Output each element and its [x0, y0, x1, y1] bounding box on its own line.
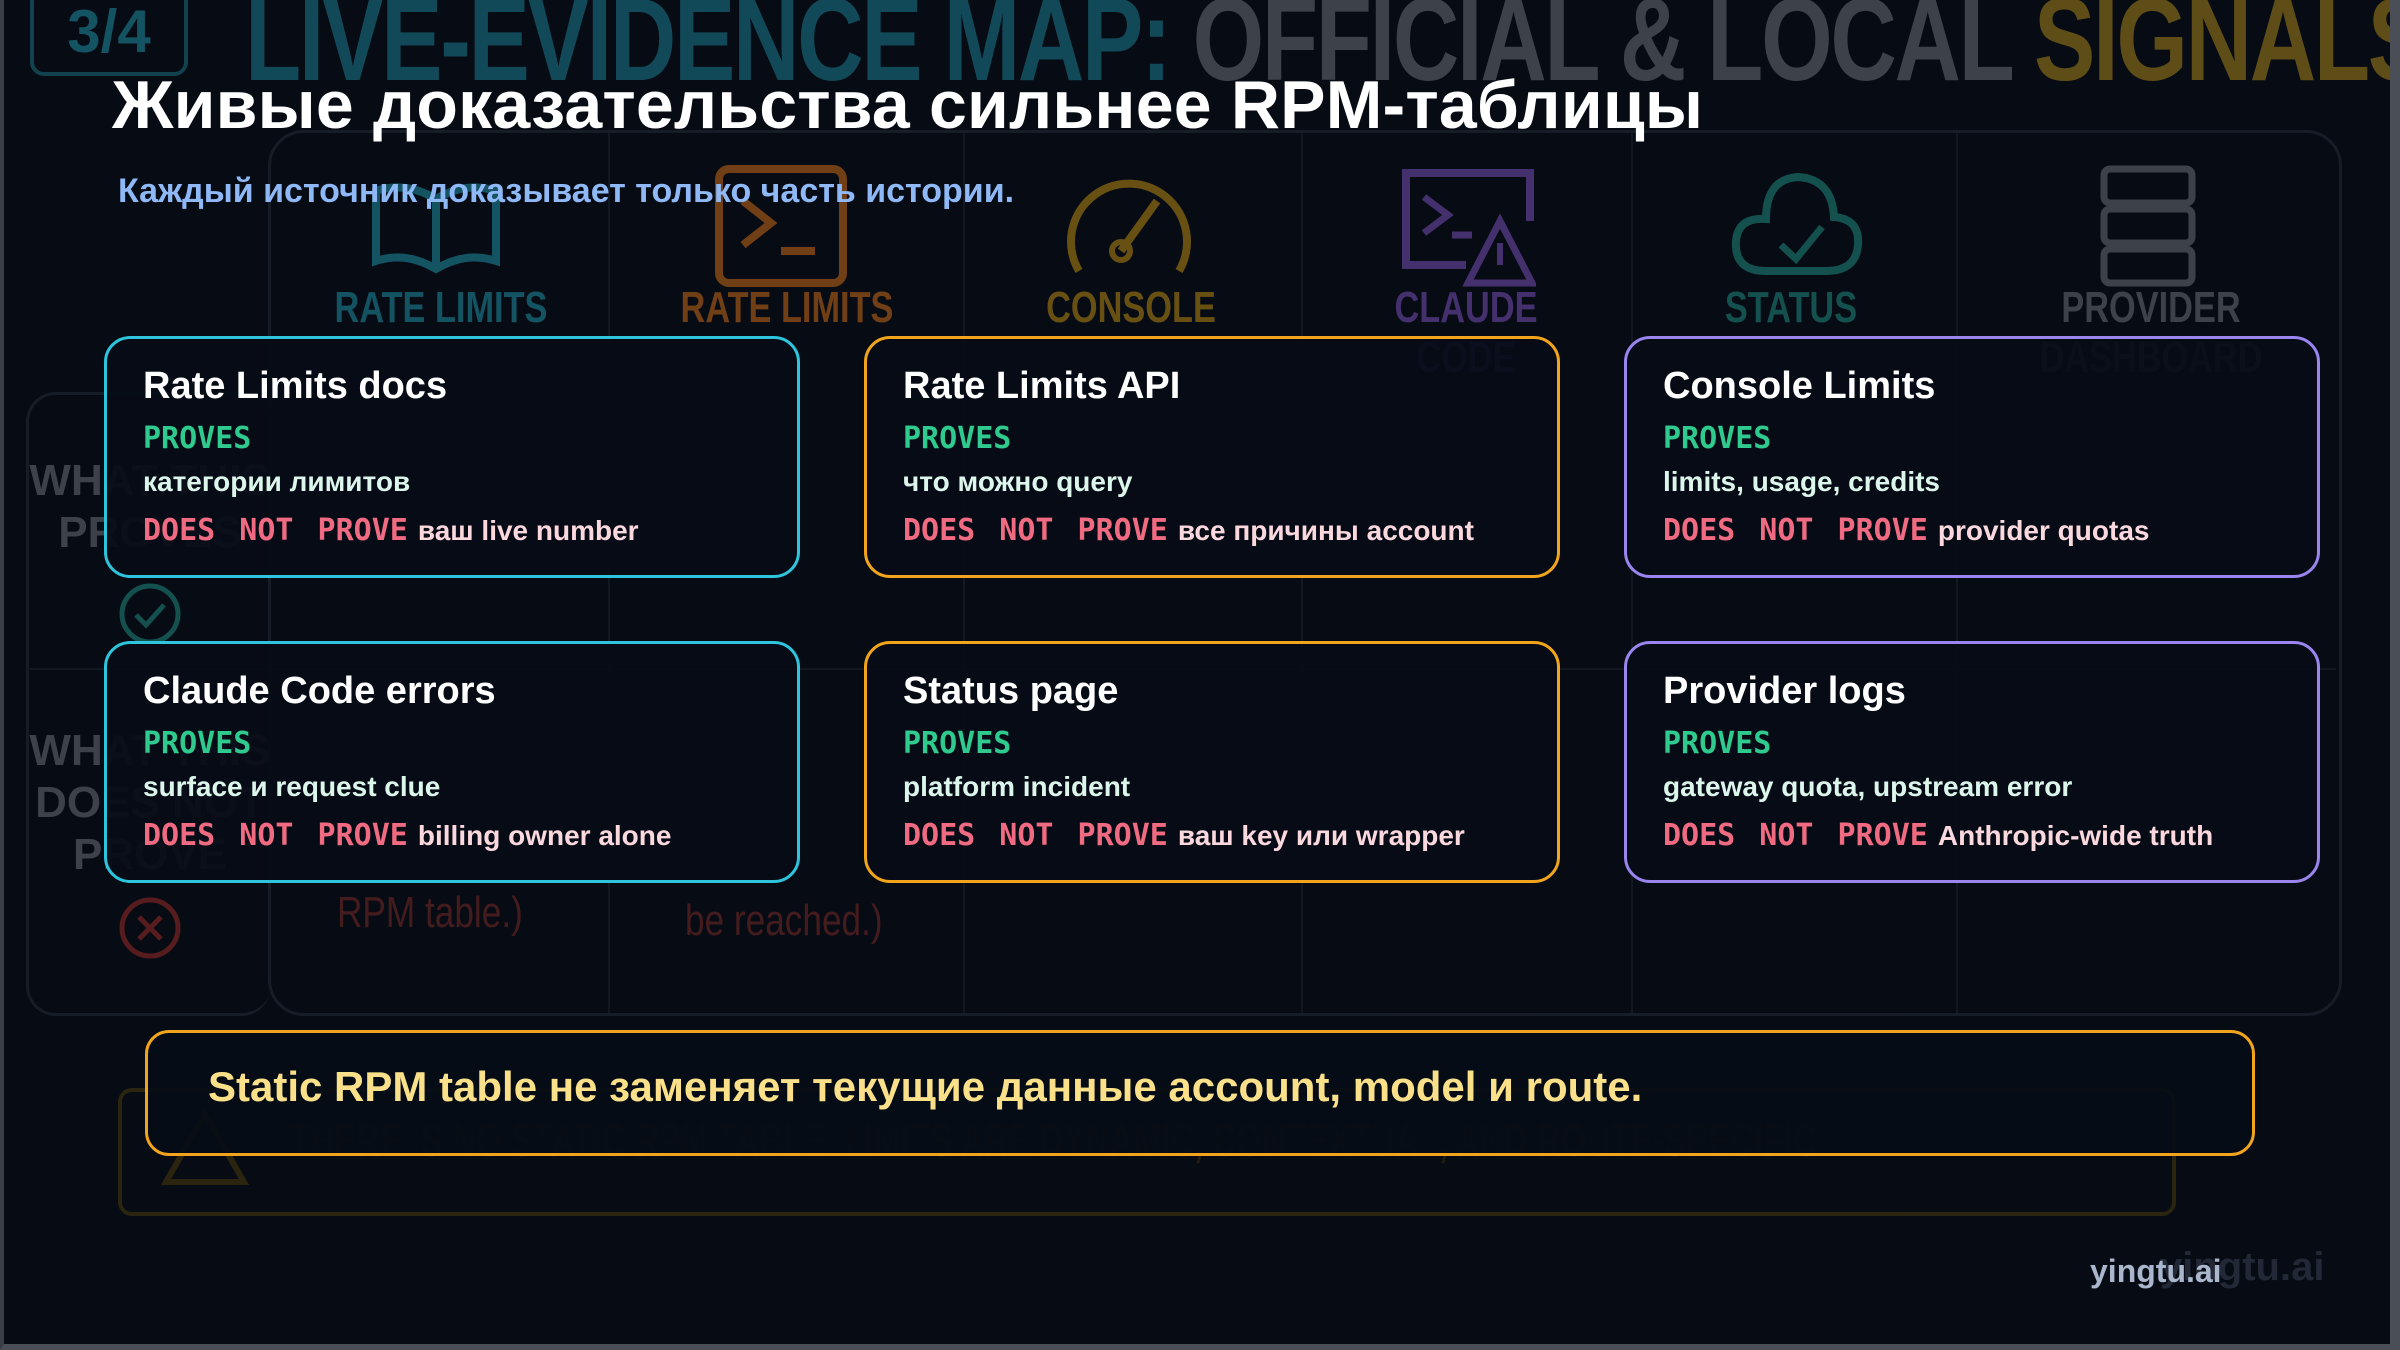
card-title: Provider logs — [1663, 670, 1906, 712]
proves-label: PROVES — [143, 421, 252, 456]
proves-label: PROVES — [1663, 421, 1772, 456]
check-circle-icon — [119, 583, 181, 645]
does-not-prove-label: DOES NOT PROVE — [1663, 513, 1928, 548]
slide-badge: 3/4 — [30, 0, 188, 76]
proves-label: PROVES — [903, 421, 1012, 456]
proves-text: limits, usage, credits — [1663, 466, 1940, 497]
proves-text: gateway quota, upstream error — [1663, 771, 2073, 802]
terminal-icon — [715, 165, 847, 287]
evidence-card-rate-limits-api: Rate Limits API PROVES что можно query D… — [864, 336, 1560, 578]
does-not-prove-text: Anthropic-wide truth — [1937, 820, 2214, 851]
gauge-icon — [1067, 179, 1191, 274]
card-title: Rate Limits API — [903, 365, 1181, 407]
summary-banner-text: Static RPM table не заменяет текущие дан… — [208, 1063, 1643, 1110]
background-heading: LIVE-EVIDENCE MAP: OFFICIAL & LOCAL SIGN… — [245, 0, 2400, 106]
proves-label: PROVES — [903, 726, 1012, 761]
does-not-prove-text: billing owner alone — [417, 820, 672, 851]
does-not-prove-text: все причины account — [1177, 515, 1474, 546]
terminal-warning-icon — [1402, 169, 1536, 287]
card-title: Status page — [903, 670, 1119, 712]
evidence-card-provider-logs: Provider logs PROVES gateway quota, upst… — [1624, 641, 2320, 883]
proves-label: PROVES — [143, 726, 252, 761]
page-title: Живые доказательства сильнее RPM-таблицы — [112, 67, 1704, 143]
server-icon — [2100, 165, 2196, 287]
card-title: Rate Limits docs — [143, 365, 448, 407]
card-title: Claude Code errors — [143, 670, 496, 712]
summary-banner: Static RPM table не заменяет текущие дан… — [145, 1030, 2255, 1156]
proves-text: surface и request clue — [143, 771, 441, 802]
does-not-prove-label: DOES NOT PROVE — [1663, 818, 1928, 853]
does-not-prove-text: provider quotas — [1937, 515, 2150, 546]
proves-text: что можно query — [903, 466, 1133, 497]
proves-label: PROVES — [1663, 726, 1772, 761]
does-not-prove-text: ваш live number — [417, 515, 639, 546]
proves-text: категории лимитов — [143, 466, 411, 497]
evidence-card-status-page: Status page PROVES platform incident DOE… — [864, 641, 1560, 883]
evidence-card-console-limits: Console Limits PROVES limits, usage, cre… — [1624, 336, 2320, 578]
watermark: yingtu.ai — [2090, 1253, 2222, 1289]
does-not-prove-label: DOES NOT PROVE — [903, 818, 1168, 853]
does-not-prove-label: DOES NOT PROVE — [143, 818, 408, 853]
book-icon — [372, 183, 500, 274]
does-not-prove-label: DOES NOT PROVE — [143, 513, 408, 548]
does-not-prove-label: DOES NOT PROVE — [903, 513, 1168, 548]
evidence-card-claude-code-errors: Claude Code errors PROVES surface и requ… — [104, 641, 800, 883]
does-not-prove-text: ваш key или wrapper — [1177, 820, 1465, 851]
evidence-card-rate-limits-docs: Rate Limits docs PROVES категории лимито… — [104, 336, 800, 578]
proves-text: platform incident — [903, 771, 1131, 802]
page-subtitle: Каждый источник доказывает только часть … — [118, 172, 1015, 210]
background-table: RATE LIMITS RATE LIMITS CONSOLE CLAUDE C… — [268, 130, 2342, 1016]
cloud-check-icon — [1731, 172, 1863, 275]
x-circle-icon — [119, 897, 181, 959]
card-title: Console Limits — [1663, 365, 1936, 407]
